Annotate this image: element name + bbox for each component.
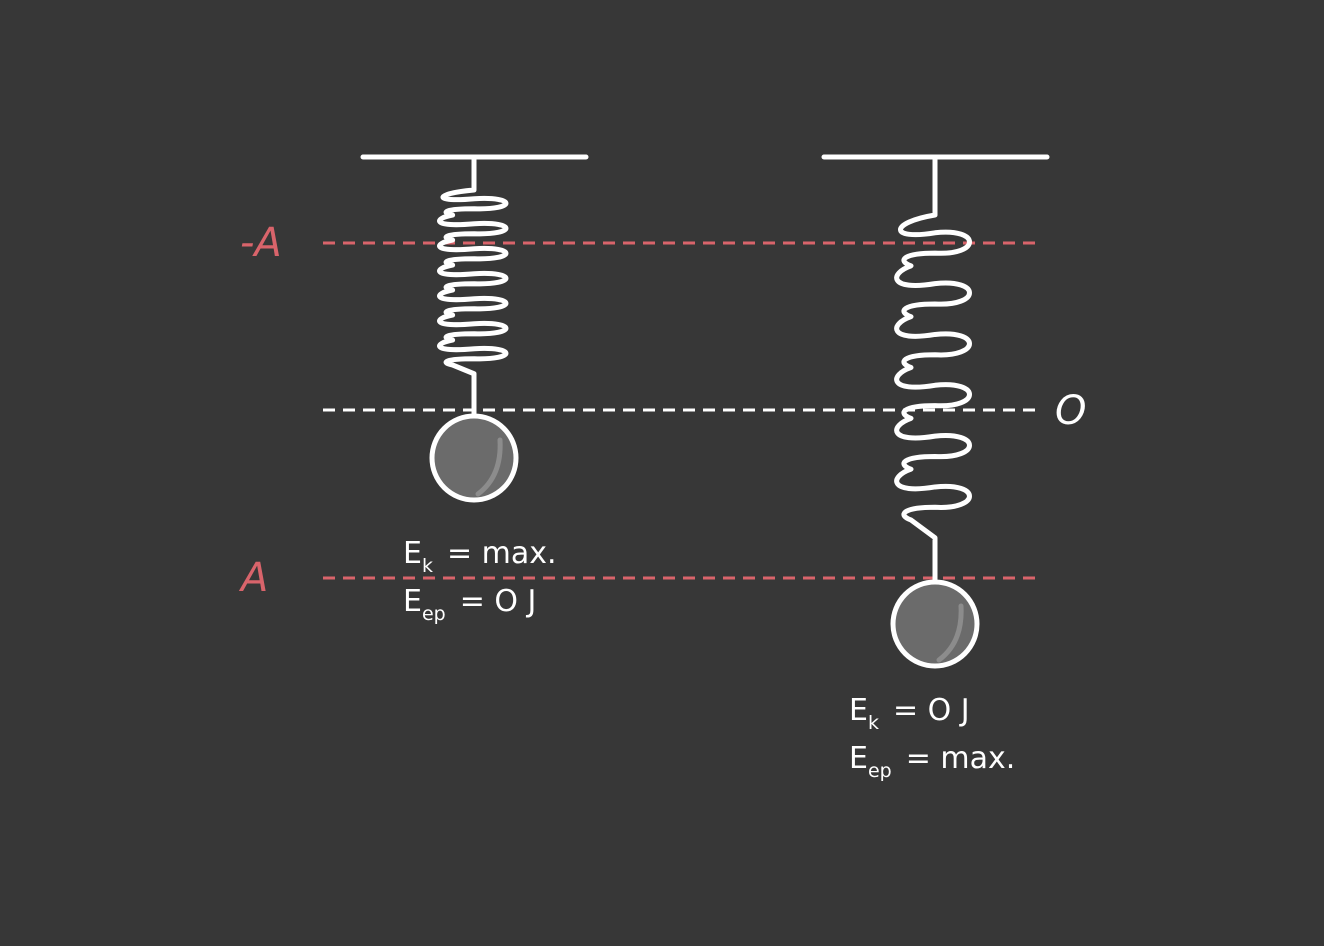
minus-amplitude-label: -A xyxy=(240,220,282,266)
right-potential-energy: Eep= max. xyxy=(849,741,1015,782)
right-spring-system xyxy=(821,154,1050,669)
plus-amplitude-label: A xyxy=(238,555,268,601)
right-mass xyxy=(890,579,980,669)
right-energy-equations: Ek= O J Eep= max. xyxy=(849,693,1015,782)
left-spring xyxy=(437,156,509,417)
left-kinetic-energy: Ek= max. xyxy=(403,536,557,577)
left-potential-energy: Eep= O J xyxy=(403,584,536,625)
right-spring xyxy=(894,156,972,583)
equilibrium-label: O xyxy=(1055,388,1086,434)
left-spring-system xyxy=(360,154,589,503)
left-energy-equations: Ek= max. Eep= O J xyxy=(403,536,557,625)
left-mass xyxy=(429,413,519,503)
right-kinetic-energy: Ek= O J xyxy=(849,693,970,734)
